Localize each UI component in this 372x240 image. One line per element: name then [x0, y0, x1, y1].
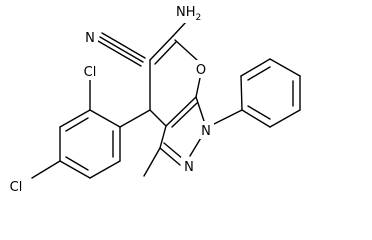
bond — [99, 36, 144, 63]
bond — [31, 160, 61, 179]
bond — [59, 109, 91, 128]
bond — [174, 39, 198, 61]
bond — [269, 58, 301, 77]
bond — [213, 109, 243, 125]
pyran-oxygen-label: O — [196, 63, 206, 78]
bond — [89, 160, 121, 179]
bond — [149, 109, 167, 127]
bond — [195, 77, 201, 98]
bond — [149, 35, 174, 61]
pyrazole-n2-label: N — [184, 160, 194, 175]
bond — [163, 142, 184, 160]
ortho-chlorine-label: Cl — [84, 65, 97, 80]
bond — [247, 66, 271, 81]
pyrazole-n1-label: N — [201, 124, 211, 139]
bond — [101, 32, 146, 59]
amino-group-label: NH2 — [176, 5, 201, 23]
bond — [159, 125, 167, 149]
bond — [269, 109, 301, 128]
bond — [159, 147, 181, 166]
bond — [241, 109, 271, 128]
bond — [97, 40, 142, 67]
bond — [247, 105, 271, 120]
bond — [89, 109, 121, 128]
bond — [240, 75, 243, 111]
bond — [189, 135, 203, 157]
bond — [172, 21, 187, 37]
bond — [65, 156, 89, 171]
para-chlorine-label: Cl — [10, 180, 23, 195]
bond — [119, 109, 151, 128]
bond — [154, 41, 177, 65]
bond — [59, 160, 91, 179]
bond — [171, 102, 198, 128]
nitrile-nitrogen-label: N — [85, 31, 95, 46]
bond — [165, 96, 197, 127]
bond — [240, 58, 271, 77]
bond — [195, 96, 205, 122]
bond — [65, 117, 89, 132]
chemical-structure-diagram: N NH2 O N N Cl Cl — [4, 3, 301, 195]
bond-lines — [31, 21, 301, 179]
bond — [143, 147, 161, 177]
atom-labels: N NH2 O N N Cl Cl — [4, 3, 214, 195]
amino-subscript: 2 — [196, 13, 202, 23]
amino-main-text: NH — [176, 5, 196, 20]
